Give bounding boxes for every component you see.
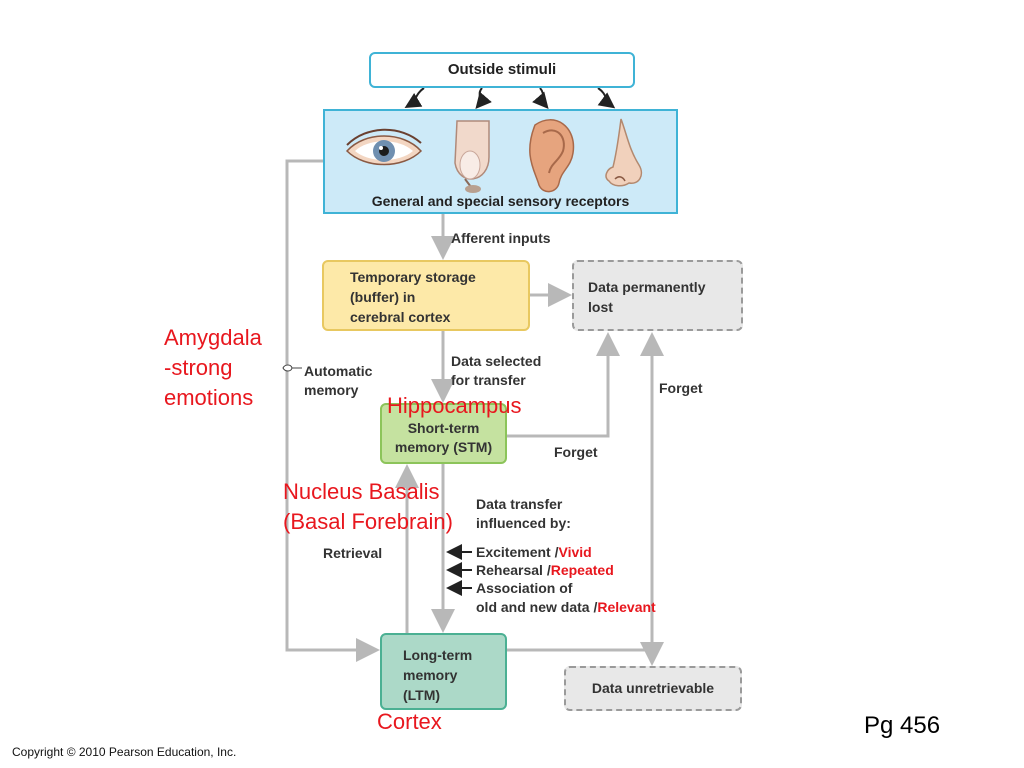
influence-text: Association of [476,580,573,596]
influence-rehearsal: Rehearsal /Repeated [476,561,614,580]
receptors-caption: General and special sensory receptors [371,193,630,209]
copyright-notice: Copyright © 2010 Pearson Education, Inc. [12,745,237,759]
ltm-line: memory [403,667,458,683]
influence-excitement: Excitement /Vivid [476,543,592,562]
page-number: Pg 456 [864,712,941,739]
influence-text: Excitement / [476,544,559,560]
influence-annotation: Relevant [597,599,656,615]
influence-annotation: Vivid [558,544,592,560]
ear-icon [529,119,575,193]
data-transfer-label: Data transfer influenced by: [476,495,571,533]
forget-label-lower: Forget [554,444,598,460]
automatic-memory-line: memory [304,382,359,398]
sensory-receptors-box: General and special sensory receptors [323,109,678,214]
hippocampus-annotation: Hippocampus [387,393,522,418]
short-term-memory-box: Short-term memory (STM) [380,403,507,464]
ltm-line: (LTM) [403,687,441,703]
stm-line: memory (STM) [394,439,493,455]
outside-stimuli-label: Outside stimuli [447,61,557,78]
amygdala-line: -strong [164,355,233,380]
data-selected-label: Data selected for transfer [451,352,541,390]
influence-text: old and new data / [476,599,598,615]
nucleus-basalis-line: Nucleus Basalis [283,479,440,504]
data-transfer-line: influenced by: [476,515,571,531]
nose-icon [605,118,643,187]
influence-annotation: Repeated [550,562,614,578]
outside-stimuli-box: Outside stimuli [369,52,635,88]
temporary-storage-line: cerebral cortex [350,309,451,325]
long-term-memory-box: Long-term memory (LTM) [380,633,507,710]
influence-association: Association of old and new data /Relevan… [476,579,656,617]
retrieval-label: Retrieval [323,545,383,561]
automatic-memory-line: Automatic [304,363,373,379]
data-unretrievable-box: Data unretrievable [564,666,742,711]
stm-line: Short-term [407,420,480,436]
amygdala-line: Amygdala [164,325,262,350]
data-selected-line: for transfer [451,372,526,388]
nucleus-basalis-line: (Basal Forebrain) [283,509,453,534]
amygdala-annotation: Amygdala -strong emotions [164,323,262,413]
data-lost-line: lost [588,299,613,315]
automatic-memory-label: Automatic memory [304,362,372,400]
temporary-storage-line: (buffer) in [350,289,416,305]
data-unretrievable-label: Data unretrievable [591,680,715,696]
ltm-line: Long-term [403,647,473,663]
amygdala-line: emotions [164,385,254,410]
forget-label-upper: Forget [659,380,703,396]
influence-text: Rehearsal / [476,562,551,578]
fingertip-icon [454,120,490,193]
data-selected-line: Data selected [451,353,542,369]
afferent-inputs-label: Afferent inputs [451,230,551,246]
data-transfer-line: Data transfer [476,496,563,512]
data-lost-line: Data permanently [588,279,706,295]
data-lost-box: Data permanently lost [572,260,743,331]
nucleus-basalis-annotation: Nucleus Basalis (Basal Forebrain) [283,477,453,537]
temporary-storage-line: Temporary storage [350,269,476,285]
eye-icon [345,128,423,166]
temporary-storage-box: Temporary storage (buffer) in cerebral c… [322,260,530,331]
cortex-annotation: Cortex [377,709,442,734]
